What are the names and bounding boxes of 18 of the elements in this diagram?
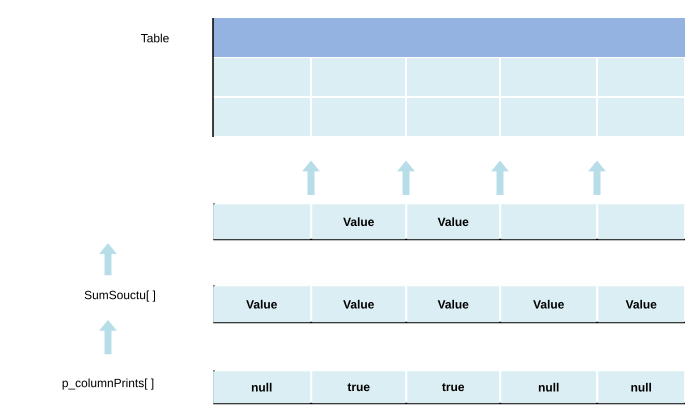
value-cell: Value xyxy=(598,286,684,322)
value-cell: Value xyxy=(312,204,406,240)
value-cell: true xyxy=(312,371,406,404)
value-cell: Value xyxy=(312,286,406,322)
value-cell: Value xyxy=(501,286,596,322)
value-cell: null xyxy=(598,371,684,404)
value-cell: Value xyxy=(213,286,310,322)
array-row xyxy=(213,370,685,404)
array-label: p_columnPrints[ ] xyxy=(62,378,154,390)
table-grid xyxy=(212,18,685,137)
value-cell: null xyxy=(501,371,596,404)
array-row xyxy=(213,285,685,324)
value-cell: Value xyxy=(407,286,500,322)
array-label: SumSouctu[ ] xyxy=(84,290,156,302)
value-cell: null xyxy=(213,371,310,404)
table-label: Table xyxy=(140,34,169,42)
value-cell: Value xyxy=(407,204,500,240)
value-cell: true xyxy=(407,371,500,404)
